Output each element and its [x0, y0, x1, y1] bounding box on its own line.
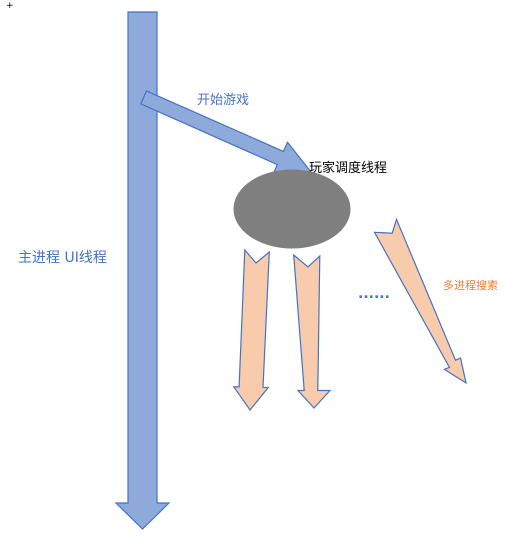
start-game-label: 开始游戏	[197, 93, 249, 108]
corner-mark: +	[6, 1, 14, 11]
worker-arrow-2	[292, 253, 332, 409]
worker-arrow-3	[373, 217, 467, 385]
main-thread-arrow	[114, 11, 171, 530]
start-game-arrow	[140, 90, 313, 175]
main-thread-label: 主进程 UI线程	[18, 250, 107, 266]
ellipsis-label: ......	[358, 286, 390, 302]
player-thread-node	[233, 169, 351, 249]
player-thread-label: 玩家调度线程	[309, 160, 387, 176]
worker-arrow-1	[232, 248, 270, 411]
multi-search-label: 多进程搜索	[443, 278, 498, 292]
